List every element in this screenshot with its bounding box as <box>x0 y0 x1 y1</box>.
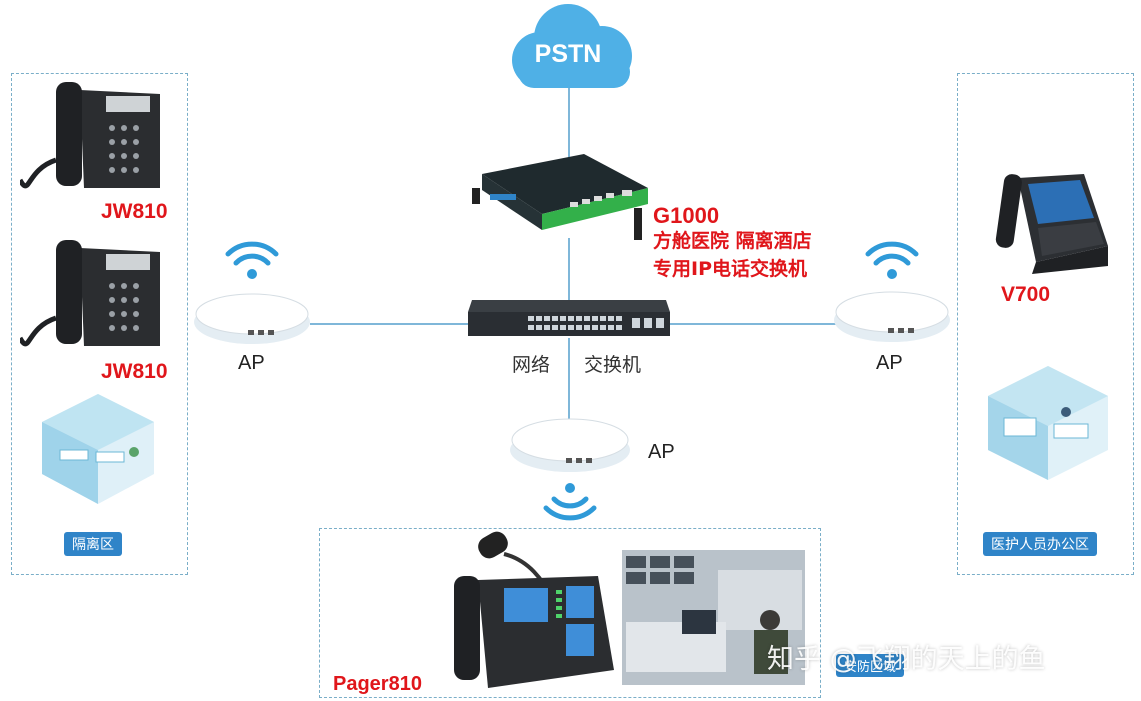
security-zone <box>319 528 821 698</box>
bottom-ap-link-line <box>568 338 570 420</box>
ap-right-label: AP <box>876 352 903 374</box>
ap-left-label: AP <box>238 352 265 374</box>
gateway-device <box>462 152 652 244</box>
left-ap-link-line <box>310 323 470 325</box>
isolation-ward-illustration <box>38 390 158 508</box>
access-point-bottom <box>508 414 632 476</box>
gateway-desc-line2: 专用IP电话交换机 <box>653 258 807 280</box>
wifi-signal-icon <box>862 236 922 282</box>
network-switch <box>466 298 672 340</box>
security-room-photo <box>622 550 805 685</box>
pstn-link-line <box>568 88 570 188</box>
pstn-label: PSTN <box>534 40 602 68</box>
right-ap-link-line <box>668 323 838 325</box>
watermark: 知乎 @飞翔的天上的鱼 <box>767 644 1046 675</box>
isolation-zone-badge: 隔离区 <box>64 532 122 556</box>
desk-phone-icon <box>17 80 165 198</box>
pager-phone-icon <box>448 530 616 692</box>
gateway-desc-line1: 方舱医院 隔离酒店 <box>653 230 812 252</box>
phone-label-pager810: Pager810 <box>333 673 422 695</box>
medical-office-badge: 医护人员办公区 <box>983 532 1097 556</box>
wifi-signal-icon <box>540 480 600 524</box>
desk-phone-icon <box>17 238 165 356</box>
pstn-cloud: PSTN <box>498 2 638 94</box>
phone-label-v700: V700 <box>1001 283 1051 306</box>
video-phone-icon <box>972 170 1112 278</box>
gateway-model-label: G1000 <box>653 203 720 228</box>
security-zone-badge: 安防区域 <box>836 654 905 677</box>
wifi-signal-icon <box>222 236 282 282</box>
access-point-right <box>832 286 952 346</box>
gateway-link-line <box>568 238 570 300</box>
ap-bottom-label: AP <box>648 441 675 463</box>
phone-label-jw810-1: JW810 <box>101 200 168 223</box>
switch-label-left: 网络 <box>512 354 551 376</box>
access-point-left <box>192 288 312 348</box>
switch-label-right: 交换机 <box>584 354 642 376</box>
phone-label-jw810-2: JW810 <box>101 360 168 383</box>
office-illustration <box>984 362 1112 484</box>
isolation-zone <box>11 73 188 575</box>
medical-office-zone <box>957 73 1134 575</box>
